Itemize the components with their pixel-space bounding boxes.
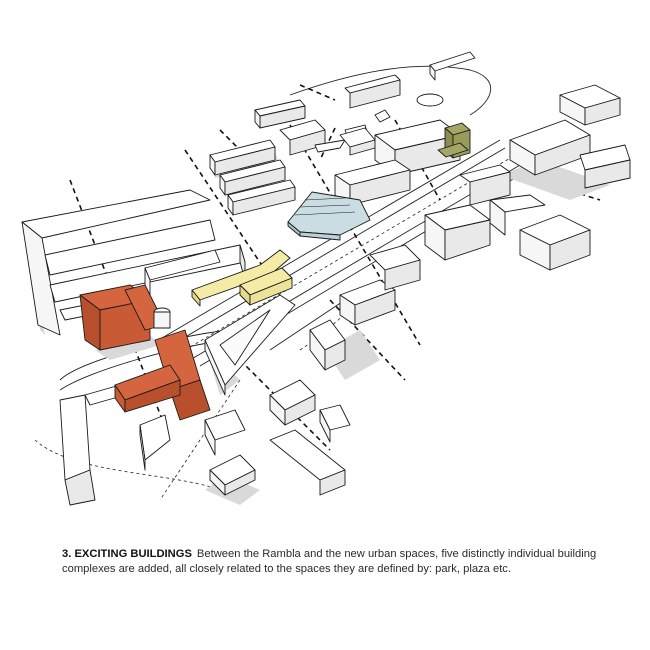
caption-title: 3. EXCITING BUILDINGS xyxy=(62,548,192,560)
olive-tower xyxy=(437,122,471,159)
context-slabs-upper xyxy=(209,99,369,216)
caption-text: Between the Rambla and the new urban spa… xyxy=(62,548,597,575)
context-buildings-bottom xyxy=(59,384,346,506)
urban-massing-diagram xyxy=(21,51,631,506)
context-top-row xyxy=(339,51,476,156)
triangle-plaza-building xyxy=(204,294,296,396)
context-buildings-right xyxy=(424,84,631,271)
yellow-building-complex xyxy=(191,249,293,307)
context-buildings-lower-right xyxy=(269,244,421,443)
blue-terraced-complex xyxy=(287,191,371,241)
context-buildings-left xyxy=(21,189,246,336)
orange-building-complex xyxy=(79,284,211,421)
